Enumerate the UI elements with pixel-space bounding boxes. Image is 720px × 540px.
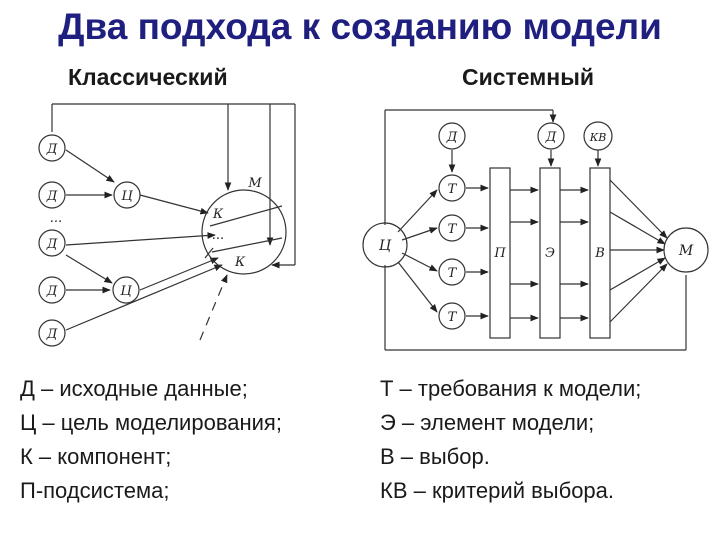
classic-ellipsis: ...	[50, 211, 62, 226]
system-d-node	[537, 122, 565, 150]
system-e-bar	[539, 167, 561, 339]
system-t-label: Т	[448, 182, 458, 197]
legend-item: К – компонент;	[20, 444, 172, 469]
system-t-node	[438, 258, 466, 286]
classic-c-label: Ц	[120, 284, 132, 299]
classic-d-label: Д	[46, 284, 58, 299]
classic-k-label: К	[212, 207, 224, 222]
classic-d-label: Д	[46, 237, 58, 252]
classic-d-node	[38, 276, 66, 304]
page-title: Два подхода к созданию модели	[58, 6, 662, 47]
classic-d-label: Д	[46, 327, 58, 342]
classic-d-label: Д	[46, 142, 58, 157]
system-m-node	[663, 227, 709, 273]
classic-c-label: Ц	[121, 189, 133, 204]
system-t-node	[438, 214, 466, 242]
system-heading: Системный	[462, 64, 594, 90]
system-kv-label: КВ	[589, 131, 607, 144]
classic-diagram	[38, 103, 296, 347]
classic-heading: Классический	[68, 64, 228, 90]
classic-d-node	[38, 319, 66, 347]
classic-c-node	[113, 181, 141, 209]
classic-model-circle	[201, 189, 287, 275]
system-t-label: Т	[448, 310, 458, 325]
classic-ellipsis: ...	[212, 228, 224, 243]
system-p-label: П	[493, 246, 506, 261]
system-t-label: Т	[448, 266, 458, 281]
system-d-node	[438, 122, 466, 150]
system-t-node	[438, 174, 466, 202]
legend-item: Т – требования к модели;	[380, 376, 642, 401]
system-t-node	[438, 302, 466, 330]
system-t-label: Т	[448, 222, 458, 237]
system-p-bar	[489, 167, 511, 339]
system-c-node	[362, 222, 408, 268]
classic-c-node	[112, 276, 140, 304]
system-d-label: Д	[545, 130, 557, 145]
classic-d-label: Д	[46, 189, 58, 204]
legend-item: В – выбор.	[380, 444, 490, 469]
legend-right: Т – требования к модели; Э – элемент мод…	[380, 372, 641, 508]
classic-k-label: К	[234, 255, 246, 270]
classic-d-node	[38, 134, 66, 162]
legend-item: Д – исходные данные;	[20, 376, 248, 401]
legend-item: П-подсистема;	[20, 478, 170, 503]
legend-item: Ц – цель моделирования;	[20, 410, 282, 435]
classic-m-label: М	[247, 176, 262, 191]
system-d-label: Д	[446, 130, 458, 145]
system-m-label: М	[678, 243, 694, 259]
classic-d-node	[38, 229, 66, 257]
system-v-label: В	[594, 246, 605, 261]
legend-item: КВ – критерий выбора.	[380, 478, 615, 503]
classic-d-node	[38, 181, 66, 209]
legend-item: Э – элемент модели;	[380, 410, 595, 435]
system-c-label: Ц	[379, 238, 392, 254]
system-diagram	[362, 109, 709, 351]
system-e-label: Э	[545, 246, 555, 261]
system-kv-node	[583, 121, 613, 151]
legend-left: Д – исходные данные; Ц – цель моделирова…	[20, 372, 282, 508]
system-v-bar	[589, 167, 611, 339]
